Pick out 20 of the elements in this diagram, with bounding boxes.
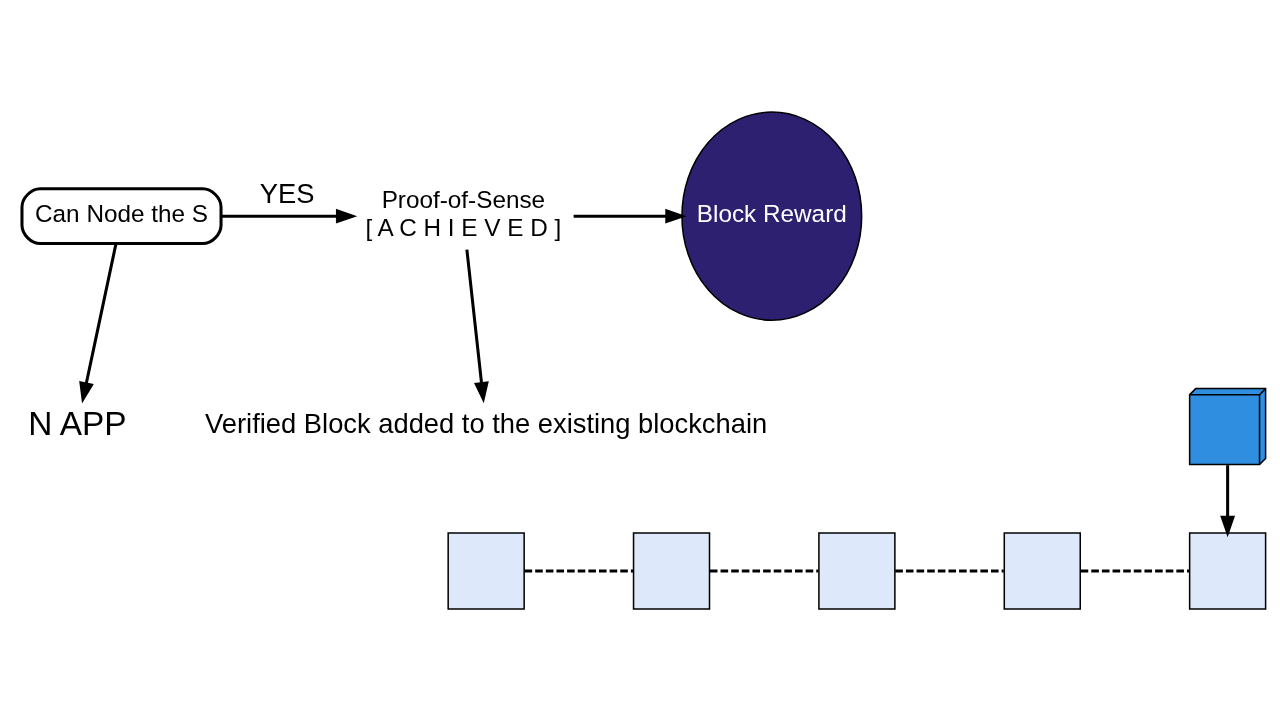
arrow <box>573 208 687 224</box>
node-cube <box>818 531 896 610</box>
arrow <box>79 242 118 403</box>
connector <box>895 568 1004 572</box>
node-cube <box>1003 531 1081 610</box>
node-ellipse: Block Reward <box>681 110 863 321</box>
node-text: Verified Block added to the existing blockchain <box>205 407 768 439</box>
connector <box>524 568 634 572</box>
node-box: Can Node the S <box>20 186 223 245</box>
node-cube <box>447 531 525 610</box>
node-text: Proof-of-Sense [ A C H I E V E D ] <box>365 185 562 241</box>
arrow <box>1220 464 1236 537</box>
connector <box>709 568 819 572</box>
node-cube <box>632 531 711 610</box>
arrow <box>221 208 358 224</box>
connector <box>1080 568 1190 572</box>
node-cube <box>1188 531 1267 610</box>
arrow <box>465 248 489 403</box>
edge-label: YES <box>259 177 315 209</box>
node-text: N APP <box>28 404 127 442</box>
